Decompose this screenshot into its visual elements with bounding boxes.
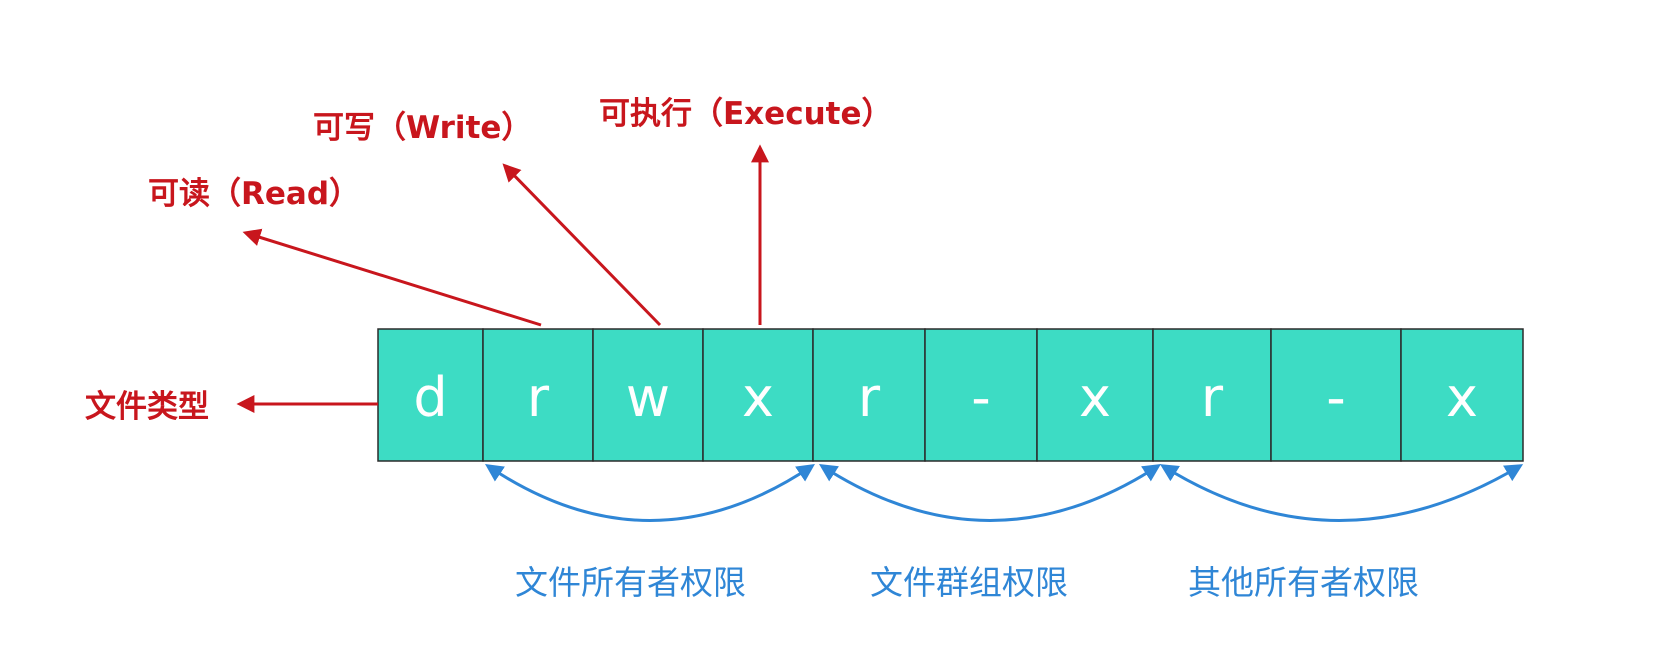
permission-cell-box <box>377 328 484 462</box>
permission-cell-char: w <box>626 366 670 429</box>
permission-cell: x <box>702 328 814 462</box>
permission-cell: - <box>1270 328 1402 462</box>
write-label: 可写（Write） <box>313 110 532 146</box>
permission-cell-char: r <box>527 366 550 429</box>
permission-cell-box <box>1270 328 1402 462</box>
permission-cell: w <box>592 328 704 462</box>
permission-cell: - <box>924 328 1038 462</box>
group-label: 文件群组权限 <box>870 563 1068 602</box>
permission-cell-char: - <box>971 366 991 429</box>
group-bracket <box>818 464 1162 522</box>
permission-cell-box <box>1400 328 1524 462</box>
permission-cell: x <box>1036 328 1154 462</box>
read-arrow <box>242 228 542 327</box>
permission-cell-box <box>702 328 814 462</box>
permission-cell-box <box>924 328 1038 462</box>
permission-cell-char: d <box>413 366 447 429</box>
owner-bracket <box>485 463 815 522</box>
permission-cell-char: x <box>742 366 774 429</box>
permission-cell-char: - <box>1326 366 1346 429</box>
execute-label: 可执行（Execute） <box>599 96 893 132</box>
read-label: 可读（Read） <box>148 176 360 212</box>
permission-cell-char: x <box>1446 366 1478 429</box>
permission-cell-char: r <box>858 366 881 429</box>
permission-cell-char: r <box>1201 366 1224 429</box>
permission-cell: x <box>1400 328 1524 462</box>
write-arrow <box>502 163 662 327</box>
owner-label: 文件所有者权限 <box>515 563 746 602</box>
permission-cell: r <box>482 328 594 462</box>
permission-cell-box <box>1152 328 1272 462</box>
permission-cell-box <box>1036 328 1154 462</box>
permission-cell-box <box>592 328 704 462</box>
permission-cell-char: x <box>1079 366 1111 429</box>
permission-cell-box <box>812 328 926 462</box>
permission-cell: r <box>812 328 926 462</box>
blue-annotations: 文件所有者权限 文件群组权限 其他所有者权限 <box>485 463 1524 602</box>
file-type-label: 文件类型 <box>85 389 209 425</box>
others-label: 其他所有者权限 <box>1188 563 1419 602</box>
permission-cell: r <box>1152 328 1272 462</box>
others-bracket <box>1159 464 1524 522</box>
permission-cell-box <box>482 328 594 462</box>
permission-cell: d <box>377 328 484 462</box>
red-annotations: 文件类型 可读（Read） 可写（Write） 可执行（Execute） <box>85 96 893 425</box>
